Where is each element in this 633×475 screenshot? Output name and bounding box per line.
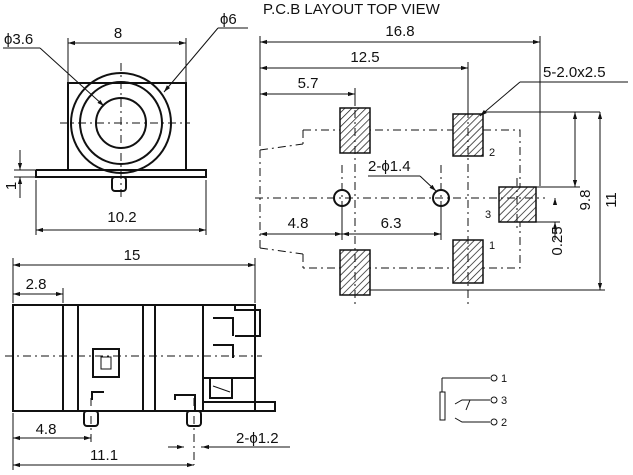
dim-12-5: 12.5: [350, 49, 379, 66]
page-title: P.C.B LAYOUT TOP VIEW: [263, 1, 441, 18]
dim-11: 11: [603, 192, 620, 208]
pad-label-2: 2: [489, 147, 495, 159]
dim-4-8: 4.8: [288, 215, 309, 232]
dim-outer: ϕ6: [220, 11, 237, 28]
pcb-layout: P.C.B LAYOUT TOP VIEW 2 3 1 16.8: [255, 1, 628, 305]
dim-holes: 2-ϕ1.4: [368, 158, 411, 175]
dim-hole: ϕ3.6: [4, 31, 33, 48]
front-view: 8 ϕ3.6 ϕ6 1 10.2: [3, 11, 248, 235]
dim-length: 15: [124, 247, 141, 264]
schematic-sleeve: [439, 391, 446, 421]
dim-base-width: 10.2: [107, 209, 136, 226]
dim-pin-offset: 4.8: [36, 421, 57, 438]
jack-body-side: [12, 304, 256, 412]
schematic-pin-3: 3: [501, 395, 507, 407]
dim-9-8: 9.8: [577, 190, 594, 211]
dim-5-7: 5.7: [298, 75, 319, 92]
dim-8: 8: [114, 25, 122, 42]
pad-label-3: 3: [485, 209, 491, 221]
dim-front: 2.8: [26, 276, 47, 293]
jack-body-front: [67, 82, 187, 171]
dim-total: 16.8: [385, 23, 414, 40]
front-pin: [111, 176, 127, 192]
dim-0-25: 0.25: [549, 226, 566, 255]
dim-6-3: 6.3: [381, 215, 402, 232]
schematic-pin-2: 2: [501, 417, 507, 429]
dim-pin-dia: 2-ϕ1.2: [236, 430, 279, 447]
dim-pin-span: 11.1: [90, 447, 118, 464]
dim-pads: 5-2.0x2.5: [543, 64, 606, 81]
side-view: 15 2.8 4.8 11.1 2-ϕ1.2: [5, 247, 290, 470]
schematic-pin-1: 1: [501, 373, 507, 385]
dim-standoff: 1: [3, 182, 20, 190]
jack-schematic: 1 3 2: [439, 373, 507, 429]
pad-label-1: 1: [489, 240, 495, 252]
